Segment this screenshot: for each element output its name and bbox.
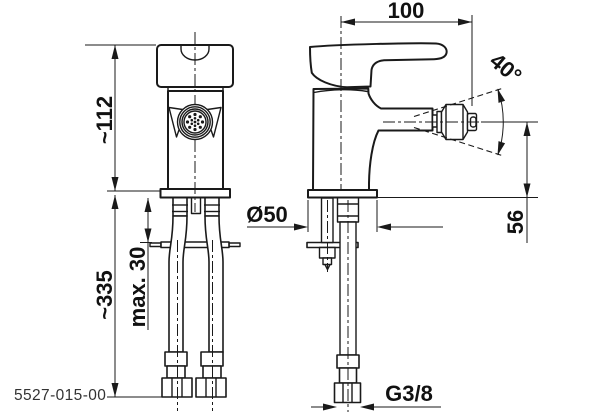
hose-connector-left: [172, 196, 188, 217]
hose-right: [204, 215, 224, 353]
aerator: [176, 103, 214, 141]
dim-height-112: ~112: [85, 44, 160, 192]
dim-height-335: ~335: [92, 195, 162, 398]
mounting-bracket: [160, 241, 230, 249]
dim-outlet-height: 56: [378, 121, 538, 243]
hose-connector-right: [204, 196, 220, 217]
dim-spout-reach: 100: [341, 0, 473, 106]
dim-label-112: ~112: [92, 96, 117, 144]
base-plate-side: [307, 189, 378, 199]
bracket-tab-left: [149, 242, 162, 248]
dim-max-30: max. 30: [125, 198, 152, 330]
dim-label-56: 56: [503, 210, 528, 234]
handle-front: [156, 44, 234, 88]
dim-label-diameter: Ø50: [246, 202, 288, 227]
dim-base-diameter: Ø50: [246, 200, 443, 232]
dim-swivel-angle: 40°: [413, 48, 527, 157]
dim-label-100: 100: [388, 0, 425, 23]
bracket-tab-right: [228, 242, 241, 248]
front-view: [149, 32, 241, 411]
stud: [190, 196, 202, 215]
side-view: [306, 16, 480, 412]
hose-nut-right: [195, 377, 227, 398]
dim-thread: G3/8: [311, 381, 441, 411]
dim-label-335: ~335: [92, 270, 117, 320]
handle-side: [309, 42, 448, 89]
dim-label-max30: max. 30: [125, 247, 150, 328]
dim-label-thread: G3/8: [385, 381, 433, 406]
dim-label-40deg: 40°: [485, 48, 527, 89]
body-side: [312, 87, 434, 191]
part-number-label: 5527-015-00: [14, 387, 106, 404]
